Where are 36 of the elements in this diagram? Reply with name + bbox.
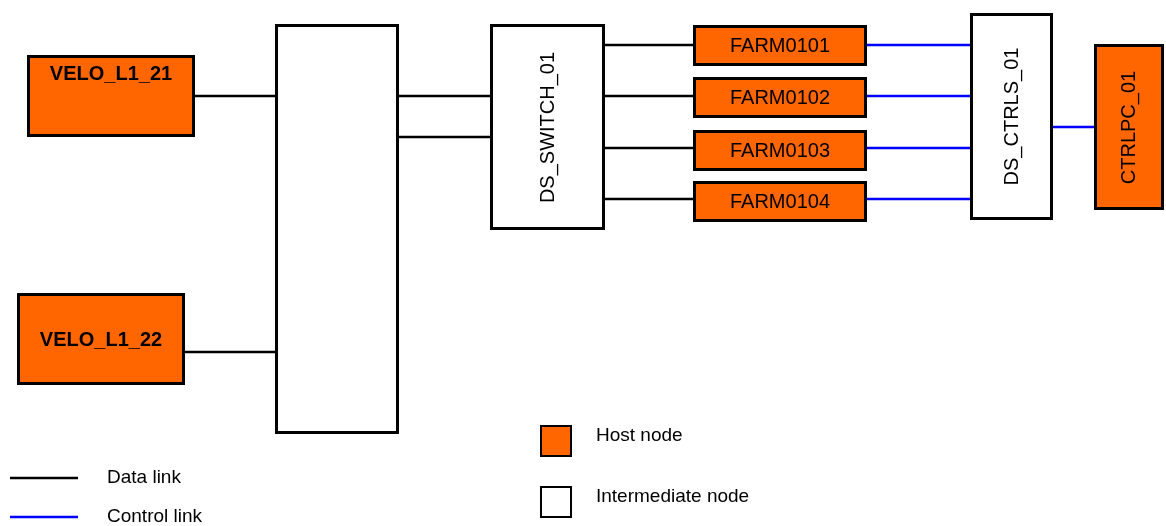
connector-line (399, 94, 490, 98)
host-node-box (1094, 44, 1164, 210)
connector-line (605, 43, 693, 47)
connector-line (1053, 125, 1094, 129)
connector-line (867, 197, 970, 201)
host-node-box (27, 55, 195, 137)
node-label: FARM0103 (729, 139, 831, 162)
connector-line (399, 135, 490, 139)
host-node-box (693, 130, 867, 171)
legend-label: Intermediate node (596, 485, 750, 507)
intermediate-node-box (490, 24, 605, 230)
legend-label: Control link (107, 505, 203, 526)
connector-line (605, 146, 693, 150)
connector-line (185, 350, 275, 354)
legend-label: Data link (107, 466, 181, 488)
connector-line (195, 94, 275, 98)
legend-label: Host node (596, 424, 683, 446)
host-node-box (693, 181, 867, 222)
host-node-box (17, 293, 185, 385)
node-label: VELO_L1_22 (39, 327, 163, 351)
connector-line (867, 43, 970, 47)
intermediate-node-box (275, 24, 399, 434)
connector-line (605, 197, 693, 201)
node-label: DS_CTRLS_01 (1000, 47, 1023, 186)
connector-line (867, 94, 970, 98)
host-node-box (693, 77, 867, 118)
node-label: FARM0104 (729, 190, 831, 213)
intermediate-node-box (970, 13, 1053, 220)
node-label: CTRLPC_01 (1117, 70, 1141, 184)
node-label: FARM0102 (729, 86, 831, 109)
connector-line (867, 146, 970, 150)
connector-line (605, 94, 693, 98)
node-label: VELO_L1_21 (49, 62, 173, 85)
node-label: DS_SWITCH_01 (536, 51, 559, 203)
host-node-box (693, 25, 867, 66)
node-label: FARM0101 (729, 34, 831, 57)
